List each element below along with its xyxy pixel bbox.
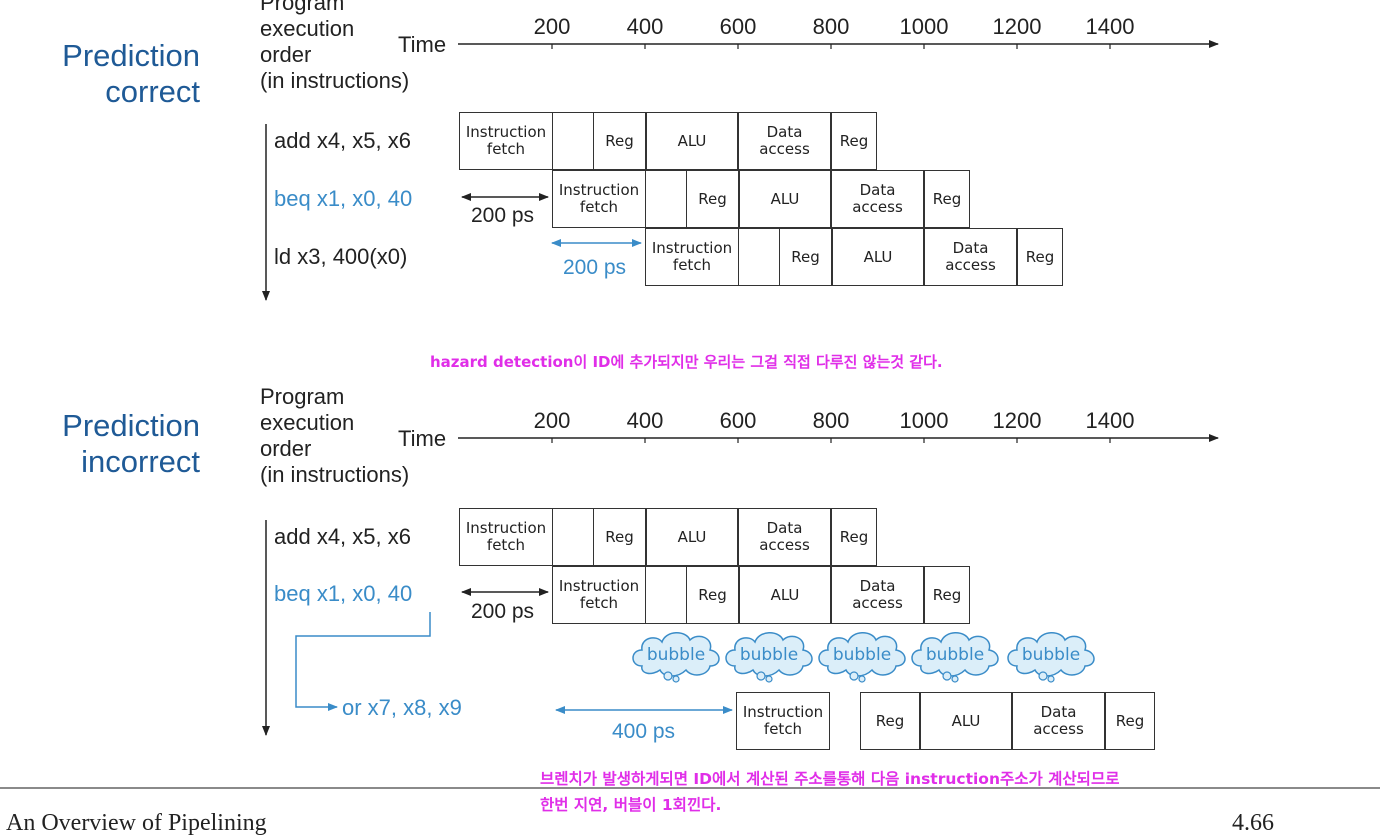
heading-line-1: Prediction: [62, 408, 200, 443]
stage-reg: Reg: [1105, 692, 1155, 750]
stage-instruction-fetch: Instruction fetch: [736, 692, 830, 750]
stage-instruction-fetch: Instruction fetch: [459, 508, 553, 566]
annotation-line: 브렌치가 발생하게되면 ID에서 계산된 주소를통해 다음 instructio…: [540, 770, 1120, 788]
branch-target-connector: [295, 612, 431, 711]
delay-label: 200 ps: [471, 204, 535, 227]
time-tick-label: 1200: [992, 408, 1042, 433]
time-tick-label: 600: [719, 408, 757, 433]
program-order-line: (in instructions): [260, 68, 410, 93]
stage-reg: Reg: [593, 508, 646, 566]
section-heading: Prediction correct: [0, 38, 200, 110]
bubble-cloud: bubble: [632, 632, 720, 683]
stage-data-access: Data access: [1012, 692, 1105, 750]
time-tick-label: 600: [719, 14, 757, 39]
time-tick-label: 400: [626, 14, 664, 39]
stage-empty: [830, 692, 860, 750]
stage-reg: Reg: [686, 566, 739, 624]
stage-empty: [739, 228, 779, 286]
stage-data-access: Data access: [924, 228, 1017, 286]
bubble-label: bubble: [647, 645, 705, 665]
annotation-line: 한번 지연, 버블이 1회낀다.: [540, 796, 722, 814]
program-order-line: order: [260, 436, 312, 461]
time-axis: [458, 434, 1219, 443]
program-order-line: execution: [260, 410, 355, 435]
stage-data-access: Data access: [831, 170, 924, 228]
time-axis: [458, 40, 1219, 49]
stage-instruction-fetch: Instruction fetch: [645, 228, 739, 286]
stage-reg: Reg: [686, 170, 739, 228]
stage-instruction-fetch: Instruction fetch: [552, 170, 646, 228]
time-tick-label: 1400: [1085, 14, 1135, 39]
time-tick-label: 200: [533, 408, 571, 433]
heading-line-2: incorrect: [81, 444, 200, 479]
program-order-line: order: [260, 42, 312, 67]
stage-empty: [646, 566, 686, 624]
heading-line-1: Prediction: [62, 38, 200, 73]
instruction-label: beq x1, x0, 40: [274, 186, 413, 211]
bubble-label: bubble: [833, 645, 891, 665]
section-heading: Prediction incorrect: [0, 408, 200, 480]
program-order-label: Program execution order (in instructions…: [260, 384, 409, 488]
time-tick-label: 1000: [899, 408, 949, 433]
stage-reg: Reg: [924, 170, 970, 228]
delay-label: 200 ps: [471, 600, 535, 623]
stage-alu: ALU: [646, 112, 738, 170]
time-axis-label: Time: [398, 426, 447, 451]
stage-data-access: Data access: [738, 508, 831, 566]
stage-alu: ALU: [832, 228, 924, 286]
bubble-cloud: bubble: [1007, 632, 1095, 683]
bubble-label: bubble: [926, 645, 984, 665]
time-tick-label: 200: [533, 14, 571, 39]
stage-alu: ALU: [646, 508, 738, 566]
heading-line-2: correct: [105, 74, 200, 109]
stage-reg: Reg: [779, 228, 832, 286]
time-tick-label: 400: [626, 408, 664, 433]
time-axis-label: Time: [398, 32, 447, 57]
program-order-line: execution: [260, 16, 355, 41]
annotation-note: hazard detection이 ID에 추가되지만 우리는 그걸 직접 다루…: [430, 353, 943, 371]
instruction-label: or x7, x8, x9: [342, 695, 462, 720]
stage-empty: [646, 170, 686, 228]
stage-reg: Reg: [831, 508, 877, 566]
bubble-label: bubble: [1022, 645, 1080, 665]
stage-data-access: Data access: [738, 112, 831, 170]
instruction-label: beq x1, x0, 40: [274, 581, 413, 606]
stage-alu: ALU: [739, 566, 831, 624]
program-order-line: (in instructions): [260, 462, 410, 487]
instruction-label: add x4, x5, x6: [274, 128, 411, 153]
bubble-cloud: bubble: [818, 632, 906, 683]
instruction-label: ld x3, 400(x0): [274, 244, 408, 269]
stage-instruction-fetch: Instruction fetch: [459, 112, 553, 170]
footer-title: An Overview of Pipelining: [6, 810, 267, 836]
stage-alu: ALU: [739, 170, 831, 228]
instruction-label: add x4, x5, x6: [274, 524, 411, 549]
delay-label: 200 ps: [563, 256, 627, 279]
stage-empty: [553, 508, 593, 566]
bubble-cloud: bubble: [911, 632, 999, 683]
program-order-label: Program execution order (in instructions…: [260, 0, 409, 94]
program-order-line: Program: [260, 384, 345, 409]
stage-reg: Reg: [924, 566, 970, 624]
time-tick-label: 800: [812, 14, 850, 39]
stage-data-access: Data access: [831, 566, 924, 624]
time-tick-label: 1200: [992, 14, 1042, 39]
stage-instruction-fetch: Instruction fetch: [552, 566, 646, 624]
time-tick-label: 800: [812, 408, 850, 433]
time-tick-label: 1400: [1085, 408, 1135, 433]
time-tick-label: 1000: [899, 14, 949, 39]
delay-label: 400 ps: [612, 720, 676, 743]
stage-alu: ALU: [920, 692, 1012, 750]
stage-empty: [553, 112, 593, 170]
stage-reg: Reg: [831, 112, 877, 170]
annotation-note: 브렌치가 발생하게되면 ID에서 계산된 주소를통해 다음 instructio…: [540, 766, 1119, 818]
stage-reg: Reg: [1017, 228, 1063, 286]
bubble-label: bubble: [740, 645, 798, 665]
stage-reg: Reg: [593, 112, 646, 170]
program-order-line: Program: [260, 0, 345, 15]
bubble-cloud: bubble: [725, 632, 813, 683]
stage-reg: Reg: [860, 692, 920, 750]
page-number: 4.66: [1232, 810, 1274, 836]
